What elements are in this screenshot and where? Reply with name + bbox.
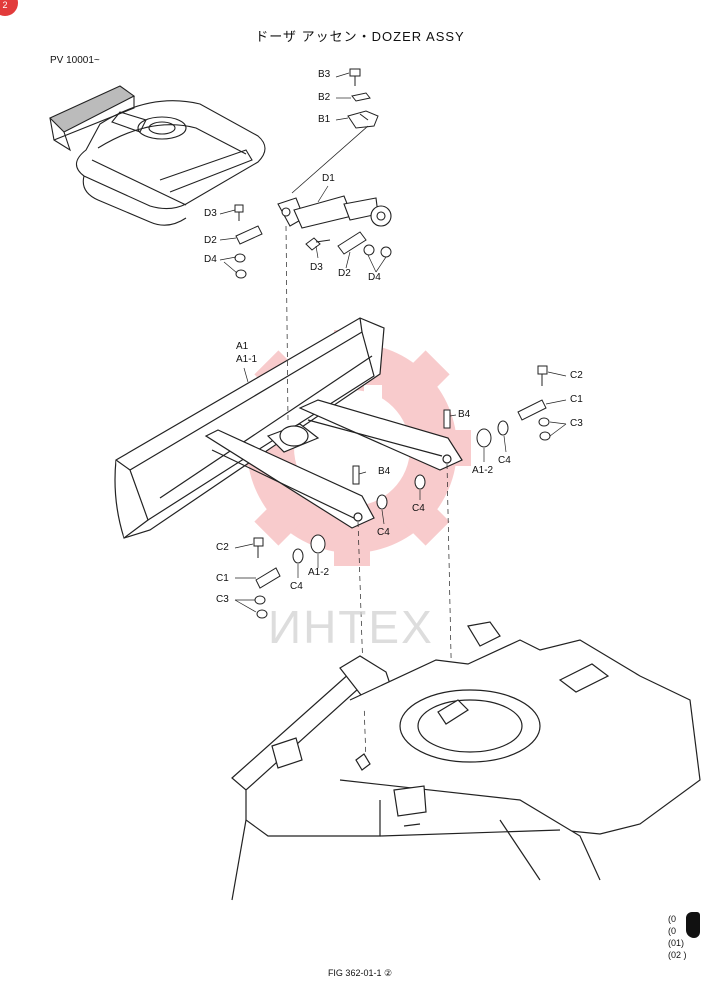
- track-frame: [231, 621, 701, 901]
- label-a1-2-right: A1-2: [472, 465, 494, 476]
- right-pin-set: [376, 365, 551, 510]
- label-c2-right: C2: [570, 370, 583, 381]
- bolt-washer-plate-set: [347, 68, 379, 129]
- machine-overview-thumbnail: [49, 85, 266, 226]
- label-d4-right: D4: [368, 272, 381, 283]
- label-c4-c: C4: [377, 527, 390, 538]
- dozer-cylinder: [277, 195, 392, 229]
- dozer-blade: [114, 317, 385, 539]
- ink-blot: [686, 912, 700, 938]
- label-c1-right: C1: [570, 394, 583, 405]
- left-pin-set: [253, 534, 326, 619]
- label-b1: B1: [318, 114, 331, 125]
- revision-codes: (0 (0 (01) (02 ): [668, 913, 687, 961]
- label-a1-2-left: A1-2: [308, 567, 330, 578]
- grease-nipples: [352, 409, 451, 485]
- label-b2: B2: [318, 92, 331, 103]
- label-b4-right: B4: [458, 409, 471, 420]
- page-title: ドーザ アッセン・DOZER ASSY: [255, 29, 465, 44]
- label-d2-mid: D2: [338, 268, 351, 279]
- label-c4-b: C4: [412, 503, 425, 514]
- label-a1: A1: [236, 341, 249, 352]
- label-b3: B3: [318, 69, 331, 80]
- label-a1-1: A1-1: [236, 354, 258, 365]
- label-d1: D1: [322, 173, 335, 184]
- label-c3-left: C3: [216, 594, 229, 605]
- label-d3-mid: D3: [310, 262, 323, 273]
- label-d4-left: D4: [204, 254, 217, 265]
- figure-number: FIG 362-01-1 ②: [327, 968, 393, 978]
- watermark-text: ИНТЕХ: [268, 601, 434, 653]
- serial-range: PV 10001~: [50, 55, 100, 66]
- label-c1-left: C1: [216, 573, 229, 584]
- revision-code: (0: [668, 914, 677, 924]
- label-d2-left: D2: [204, 235, 217, 246]
- label-c2-left: C2: [216, 542, 229, 553]
- leader-lines: [219, 72, 567, 613]
- revision-code: (02 ): [668, 950, 687, 960]
- revision-code: (01): [668, 938, 685, 948]
- label-c4-a: C4: [498, 455, 511, 466]
- dozer-arm-frame: [204, 399, 463, 529]
- label-b4-left: B4: [378, 466, 391, 477]
- label-d3-left: D3: [204, 208, 217, 219]
- label-c3-right: C3: [570, 418, 583, 429]
- label-c4-d: C4: [290, 581, 303, 592]
- revision-code: (0: [668, 926, 677, 936]
- corner-badge: 2: [0, 0, 18, 16]
- cylinder-hardware: [234, 204, 392, 279]
